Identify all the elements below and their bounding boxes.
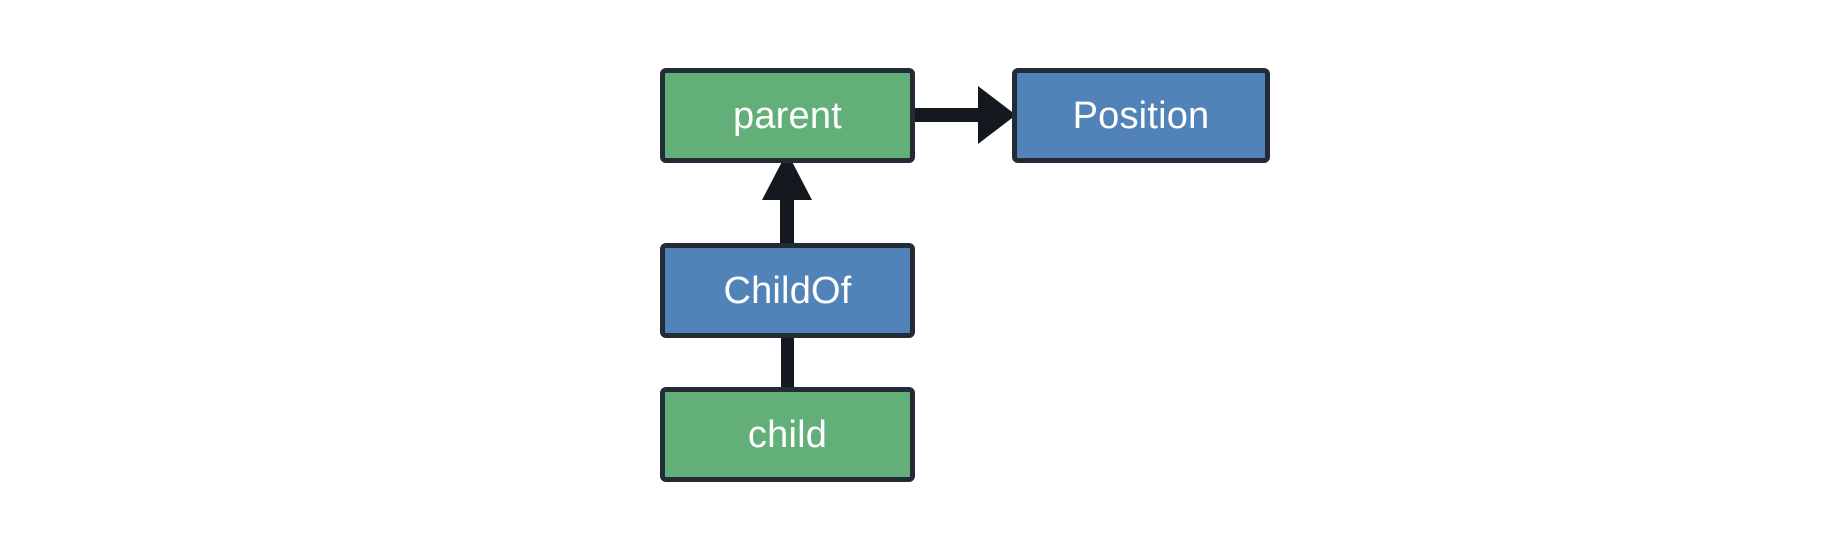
node-parent-label: parent	[733, 94, 842, 137]
node-child-label: child	[747, 413, 828, 456]
node-childof-label: ChildOf	[723, 269, 852, 312]
node-child[interactable]: child	[660, 387, 915, 482]
edge-childof-to-parent-arrowhead	[762, 152, 812, 200]
node-parent[interactable]: parent	[660, 68, 915, 163]
edge-childof-to-parent	[762, 152, 812, 244]
node-childof[interactable]: ChildOf	[660, 243, 915, 338]
node-position-label: Position	[1072, 94, 1210, 137]
edge-parent-to-position-arrowhead	[978, 86, 1016, 144]
edge-child-to-childof	[781, 335, 794, 389]
edge-childof-to-parent-shaft	[780, 186, 794, 244]
edge-child-to-childof-shaft	[781, 335, 794, 389]
node-position[interactable]: Position	[1012, 68, 1270, 163]
edge-parent-to-position	[915, 86, 1016, 144]
